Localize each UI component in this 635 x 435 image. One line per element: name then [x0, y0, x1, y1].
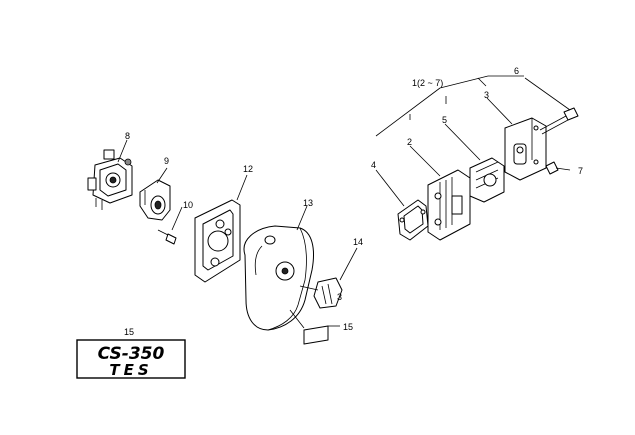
callout-15-label: 15: [343, 322, 353, 332]
screw-7: [545, 161, 571, 175]
muffler-body: [427, 169, 471, 241]
model-decal: CS-350 TES: [76, 339, 186, 379]
air-filter-gasket: [194, 199, 241, 283]
callout-14: 14: [353, 237, 363, 247]
callout-8: 8: [125, 131, 130, 141]
bolt-10: [157, 229, 177, 245]
decal-suffix-line: TES: [109, 361, 152, 379]
air-filter-cover: [243, 225, 314, 331]
muffler-gasket: [397, 199, 429, 241]
callout-9: 9: [164, 156, 169, 166]
muffler-cover: [504, 117, 547, 181]
callout-10: 10: [183, 200, 193, 210]
label-sticker: [289, 309, 329, 345]
knob: [299, 277, 343, 309]
callout-5: 5: [442, 115, 447, 125]
carburetor: [87, 149, 133, 210]
callout-3-muffler: 3: [484, 90, 489, 100]
callout-4: 4: [371, 160, 376, 170]
callout-7: 7: [578, 166, 583, 176]
callout-13: 13: [303, 198, 313, 208]
callout-6: 6: [514, 66, 519, 76]
callout-3-knob: 3: [337, 292, 342, 302]
callout-15-decal: 15: [124, 327, 134, 337]
callout-1: 1(2 ~ 7): [412, 78, 443, 88]
insulator: [139, 179, 171, 221]
decal-frame: [76, 339, 186, 379]
callout-12: 12: [243, 164, 253, 174]
muffler-baffle: [469, 157, 505, 203]
bolt-6: [539, 107, 579, 135]
callout-2: 2: [407, 137, 412, 147]
assembly-leader: [375, 75, 524, 137]
decal-model-line: CS-350: [98, 344, 165, 364]
